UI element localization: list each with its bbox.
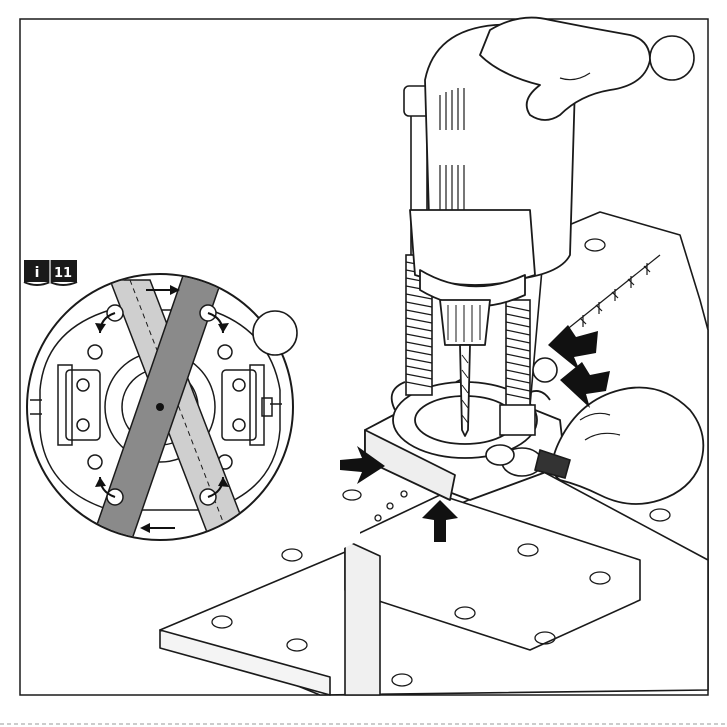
- bench-pin: [401, 491, 407, 497]
- callout-circle-top: [650, 36, 694, 80]
- info-page-number: 11: [54, 266, 72, 281]
- knob-wheel-2: [486, 445, 514, 465]
- bench-pin: [375, 515, 381, 521]
- bench-pin: [387, 503, 393, 509]
- stand-carriage: [410, 210, 535, 285]
- column-clamp-ring: [533, 358, 557, 382]
- callout-circle-inset: [253, 311, 297, 355]
- right-spring-collar: [500, 405, 535, 435]
- inset-detail: [27, 270, 297, 545]
- info-letter: i: [35, 265, 40, 281]
- guide-rail-side: [345, 540, 380, 695]
- info-book-icon: i 11: [24, 260, 77, 285]
- center-pivot: [156, 403, 164, 411]
